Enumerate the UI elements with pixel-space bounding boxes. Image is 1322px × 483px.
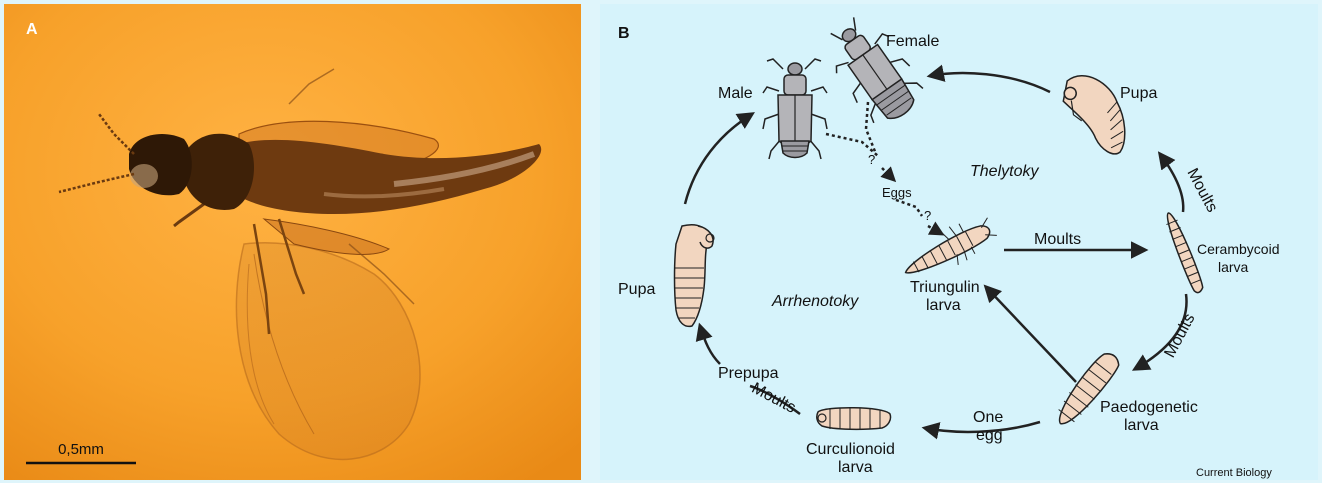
label-one-egg-line2: egg [976,427,1003,444]
label-curculionoid-line1: Curculionoid [806,441,895,458]
label-question-1: ? [868,152,875,167]
panel-b-letter: B [618,25,630,42]
label-curculionoid-line2: larva [838,459,873,476]
label-paedogenetic-line2: larva [1124,417,1159,434]
label-question-2: ? [924,208,931,223]
label-pupa-top: Pupa [1120,85,1157,102]
label-moults-middle: Moults [1034,231,1081,248]
curculionoid-larva-icon [817,408,891,430]
label-female: Female [886,33,939,50]
label-eggs: Eggs [882,185,912,200]
label-arrhenotoky: Arrhenotoky [771,293,859,310]
label-prepupa: Prepupa [718,365,779,382]
panel-b-life-cycle-diagram: B [600,4,1318,480]
label-triungulin-line2: larva [926,297,961,314]
label-paedogenetic-line1: Paedogenetic [1100,399,1198,416]
label-triungulin-line1: Triungulin [910,279,980,296]
label-thelytoky: Thelytoky [970,163,1039,180]
label-cerambycoid-line2: larva [1218,259,1249,275]
label-credit: Current Biology [1196,467,1272,479]
label-one-egg-line1: One [973,409,1003,426]
label-pupa-left: Pupa [618,281,655,298]
label-male: Male [718,85,753,102]
panel-a-letter: A [26,21,38,38]
label-cerambycoid-line1: Cerambycoid [1197,241,1279,257]
scale-bar-label: 0,5mm [58,441,104,458]
panel-a-amber-photo: 0,5mm A [4,4,581,480]
